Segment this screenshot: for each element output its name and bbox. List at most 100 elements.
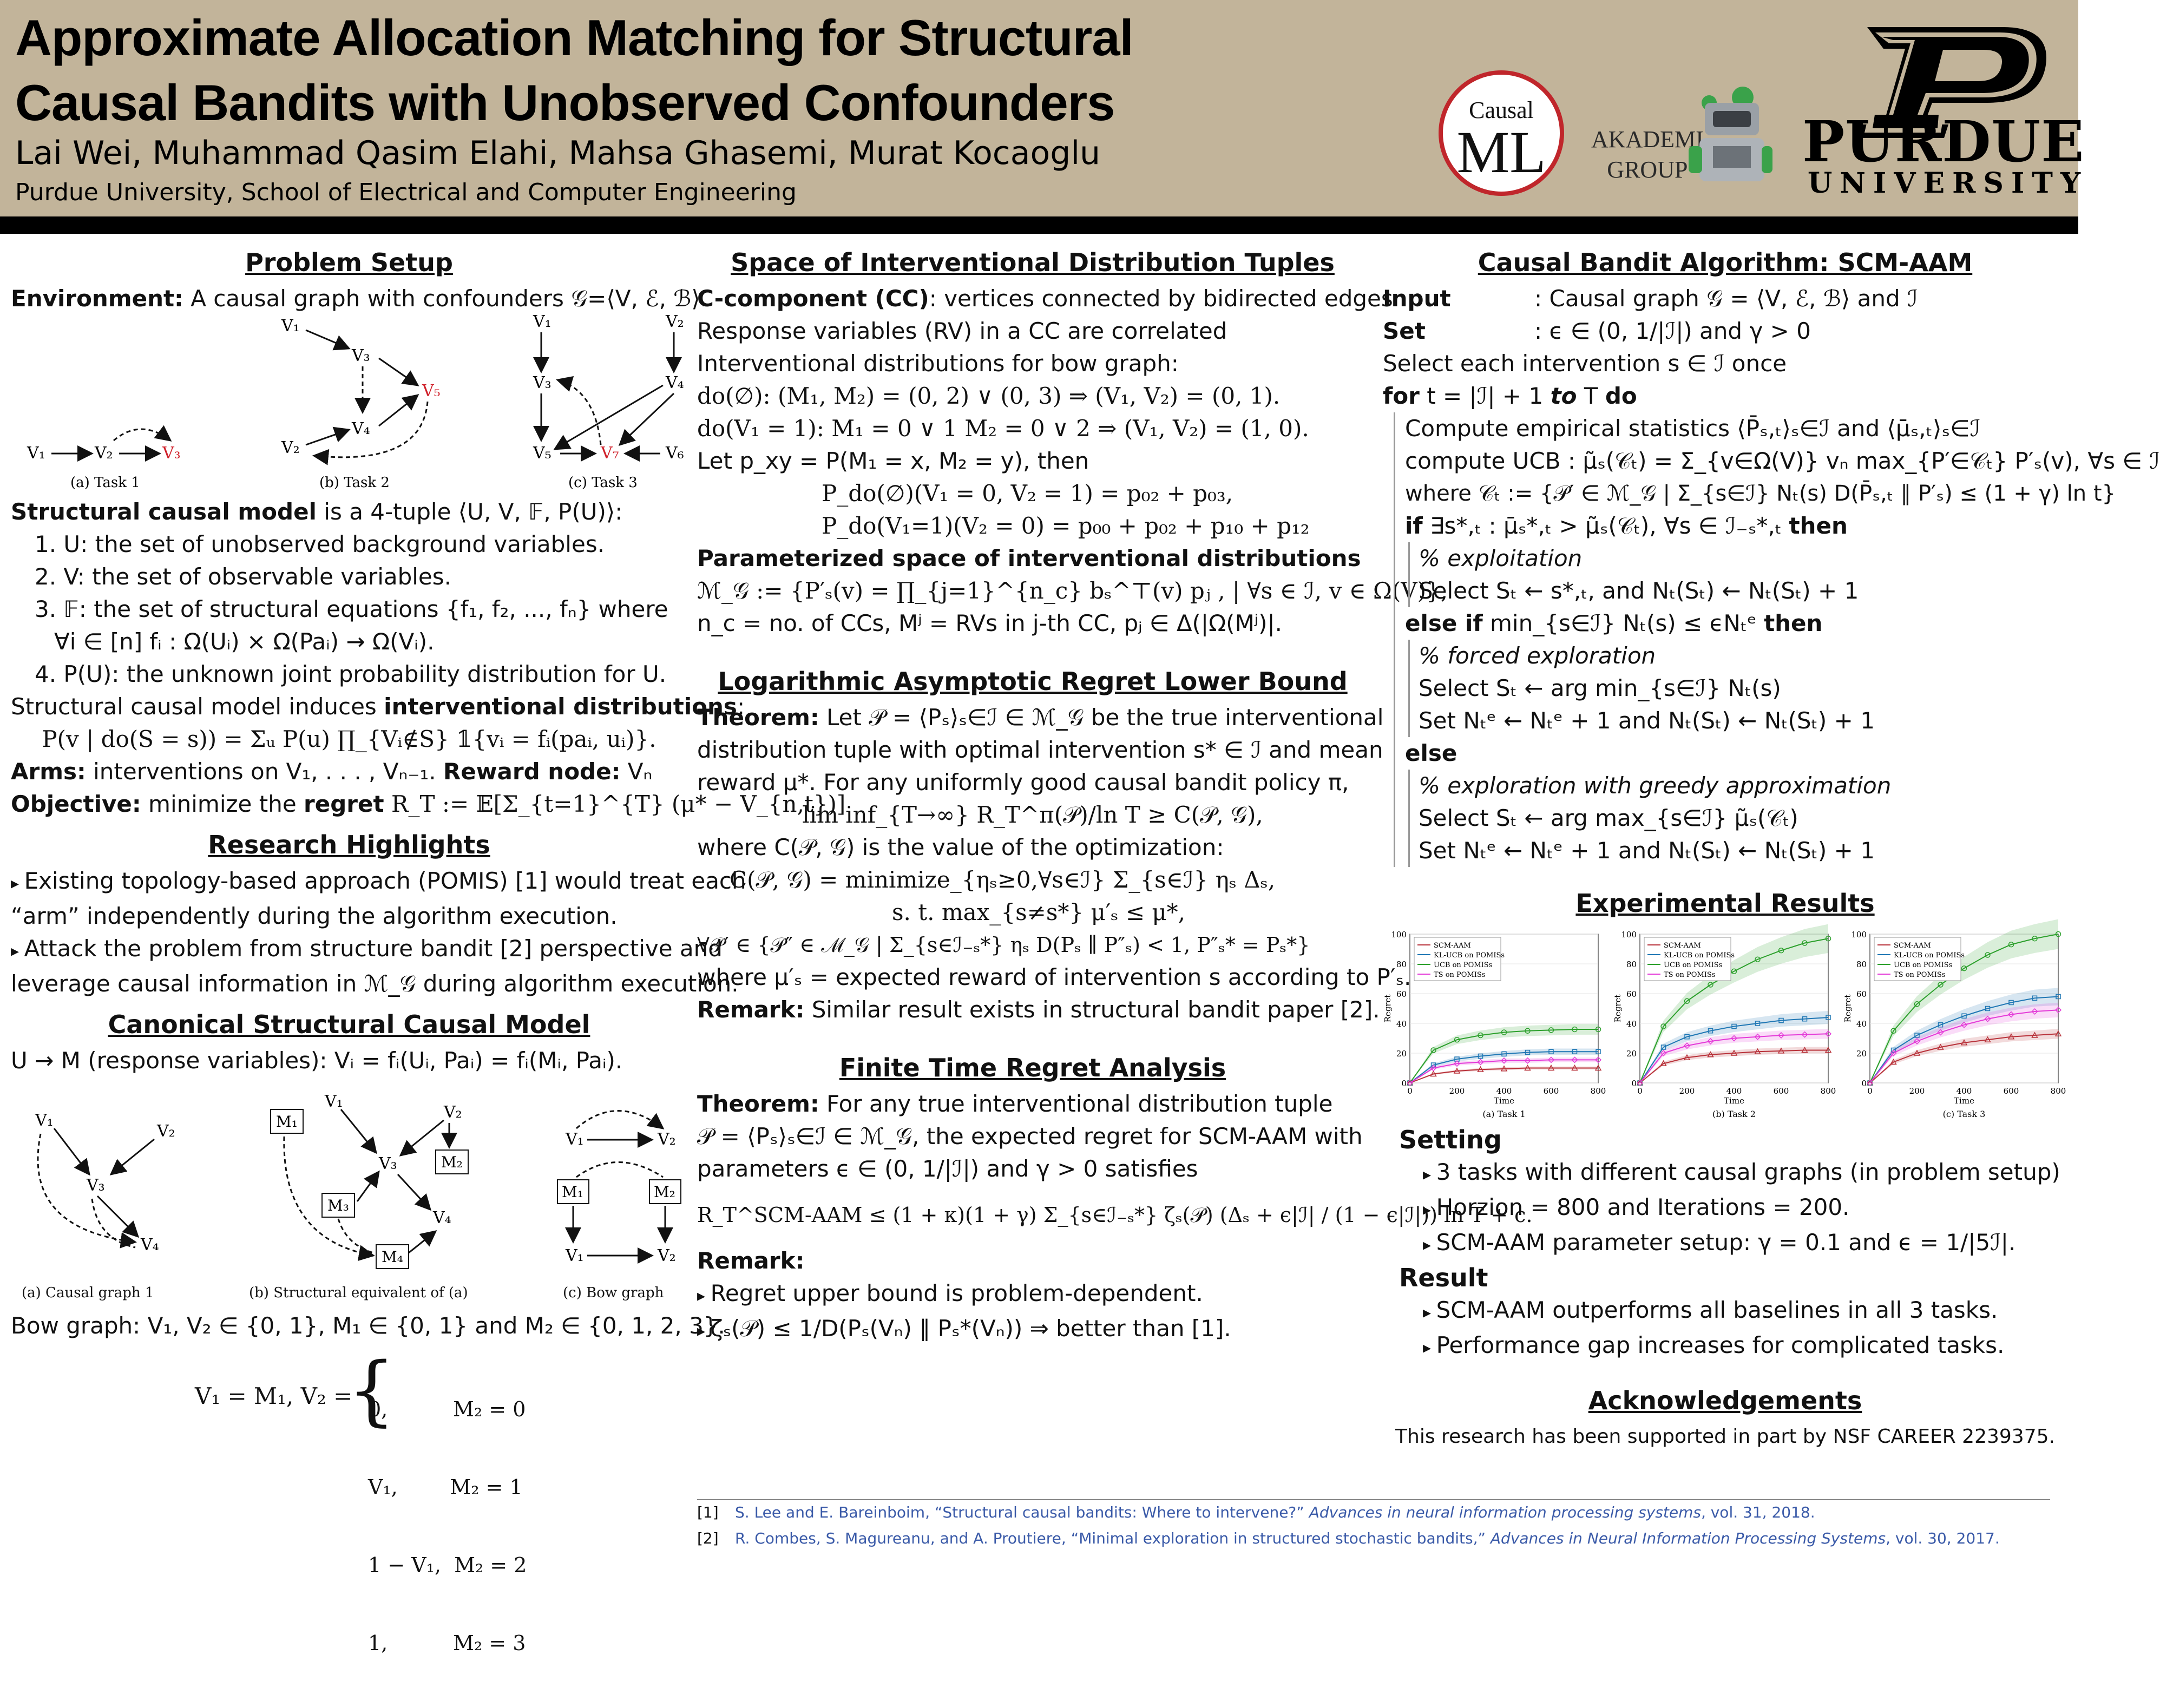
environment-label: Environment: [11,285,183,312]
data-point [1802,940,1808,946]
legend-entry: TS on POMISs [1664,971,1715,979]
data-point [1454,1037,1460,1043]
column-middle: Space of Interventional Distribution Tup… [697,238,1532,1348]
y-tick-label: 80 [1626,960,1637,969]
data-point [1572,1049,1578,1054]
akademi-line-2: GROUP [1607,156,1688,183]
reward-text: Vₙ [620,758,653,785]
lb-line-5: C(𝒫, 𝒢) = minimize_{ηₛ≥0,∀s∈ℐ} Σ_{s∈ℐ} η… [730,866,1276,893]
causalml-logo: Causal ML [1439,70,1564,196]
algo-exploit-stmt: Select Sₜ ← s*,ₜ, and Nₜ(Sₜ) ← Nₜ(Sₜ) + … [1419,577,1859,604]
lb-line-1: distribution tuple with optimal interven… [697,737,1383,763]
algo-greedy-stmt-1: Select Sₜ ← arg max_{s∈ℐ} μ̃ₛ(𝒞ₜ) [1419,805,1798,831]
algo-for: for t = |ℐ| + 1 to T do [1383,380,2067,412]
ack-text: This research has been supported in part… [1395,1425,2055,1448]
title-line-2: Causal Bandits with Unobserved Confounde… [15,74,1115,131]
objective-label: Objective: [11,791,141,817]
data-point [1430,1047,1436,1053]
data-point [1985,1006,1991,1011]
induces-equation: P(v | do(S = s)) = Σᵤ P(u) ∏_{Vᵢ∉S} 𝟙{vᵢ… [42,726,656,752]
x-tick-label: 0 [1867,1086,1873,1096]
section-title-finite: Finite Time Regret Analysis [839,1053,1226,1082]
arms-label: Arms: [11,758,86,785]
arms-text: interventions on V₁, . . . , Vₙ₋₁. [86,758,443,785]
data-point [1985,952,1991,958]
space-line-2: Interventional distributions for bow gra… [697,350,1179,377]
data-point [1778,948,1784,954]
data-point [1594,1056,1602,1063]
legend-entry: KL-UCB on POMISs [1664,951,1735,960]
y-tick-label: 60 [1626,989,1637,999]
ref-1-num: [1] [697,1503,719,1521]
series-line-2 [1409,1051,1598,1083]
highlight-2b: leverage causal information in ℳ_𝒢 durin… [11,970,739,997]
data-point [1660,1023,1666,1029]
experiment-notes: Setting 3 tasks with different causal gr… [1383,1124,2067,1364]
svg-text:M₂: M₂ [441,1153,463,1171]
data-point [1684,1034,1690,1040]
svg-text:V₃: V₃ [533,373,552,392]
x-tick-label: 600 [1774,1086,1789,1096]
algo-forced-stmt-2: Set Nₜᵉ ← Nₜᵉ + 1 and Nₜ(Sₜ) ← Nₜ(Sₜ) + … [1419,707,1875,734]
data-point [2007,1011,2015,1018]
space-line-4: do(V₁ = 1): M₁ = 0 ∨ 1 M₂ = 0 ∨ 2 ⇒ (V₁,… [697,415,1309,442]
structural-equivalent-caption: (b) Structural equivalent of (a) [249,1285,468,1301]
ft-line-2: parameters ϵ ∈ (0, 1/|ℐ|) and γ > 0 sati… [697,1155,1198,1182]
data-point [1777,1032,1785,1039]
data-point [1636,1079,1644,1087]
x-tick-label: 600 [1544,1086,1559,1096]
series-line-3 [1639,938,1829,1083]
series-band-3 [1410,1024,1598,1083]
x-tick-label: 800 [1591,1086,1606,1096]
algo-forced-comment: % forced exploration [1419,642,1656,669]
y-tick-label: 20 [1396,1049,1407,1059]
lb-theorem: Theorem: Let 𝒫 = ⟨Pₛ⟩ₛ∈ℐ ∈ ℳ_𝒢 be the tr… [697,701,1383,734]
lb-remark: Remark: Similar result exists in structu… [697,994,1380,1026]
svg-text:V₃: V₃ [86,1176,105,1195]
data-point [1477,1059,1484,1066]
ft-line-0: For any true interventional distribution… [819,1091,1333,1117]
x-tick-label: 800 [2051,1086,2066,1096]
data-point [1914,1033,1920,1038]
data-point [1707,1037,1714,1045]
lb-line-8: where μ′ₛ = expected reward of intervent… [697,964,1411,990]
data-point [1755,1021,1761,1026]
cases-brace: { [347,1346,396,1435]
series-band-1 [1640,1047,1828,1083]
series-line-3 [1409,1029,1598,1083]
legend-entry: UCB on POMISs [1894,961,1952,969]
data-point [1960,1039,1968,1046]
x-tick-label: 0 [1637,1086,1643,1096]
x-tick-label: 400 [1726,1086,1742,1096]
case-2: 1 − V₁, M₂ = 2 [368,1553,527,1577]
ref-2-num: [2] [697,1529,719,1547]
y-axis-label: Regret [1613,995,1623,1023]
v-definition: V₁ = M₁, V₂ = [195,1383,353,1409]
algo-for-d: T [1577,383,1605,409]
svg-text:V₃: V₃ [162,444,181,463]
svg-text:V₄: V₄ [351,419,370,438]
svg-text:V₁: V₁ [565,1130,584,1149]
algo-greedy-comment: % exploration with greedy approximation [1419,772,1892,799]
data-point [1730,1049,1738,1056]
svg-text:V₇: V₇ [600,444,619,463]
induces-text-b: interventional distributions [384,693,737,720]
data-point [1684,998,1690,1004]
series-line-2 [1639,1017,1829,1083]
series-line-1 [1639,1049,1828,1083]
algo-else: else [1405,740,1457,766]
lb-line-0: Let 𝒫 = ⟨Pₛ⟩ₛ∈ℐ ∈ ℳ_𝒢 be the true interv… [819,704,1384,731]
data-point [1937,1043,1944,1050]
algo-compute-2: compute UCB : μ̃ₛ(𝒞ₜ) = Σ_{v∈Ω(V)} vₙ ma… [1405,448,2160,474]
algo-greedy-stmt-2: Set Nₜᵉ ← Nₜᵉ + 1 and Nₜ(Sₜ) ← Nₜ(Sₜ) + … [1419,837,1875,864]
objective-line: Objective: minimize the regret R_T := 𝔼[… [11,788,845,820]
data-point [2054,1030,2062,1036]
svg-text:V₁: V₁ [281,317,300,336]
data-point [1913,1037,1921,1045]
data-point [1548,1027,1554,1033]
authors: Lai Wei, Muhammad Qasim Elahi, Mahsa Gha… [15,134,1101,172]
bow-graph: V₁ V₂ M₁ M₂ V₁ V₂ [557,1110,681,1265]
data-point [1501,1029,1507,1035]
svg-text:V₄: V₄ [140,1236,159,1254]
canonical-graphs-figure: V₁ V₂ V₃ V₄ M₁ V₁ V₂ M₂ V₃ M₃ V₄ M₄ [35,1092,681,1269]
